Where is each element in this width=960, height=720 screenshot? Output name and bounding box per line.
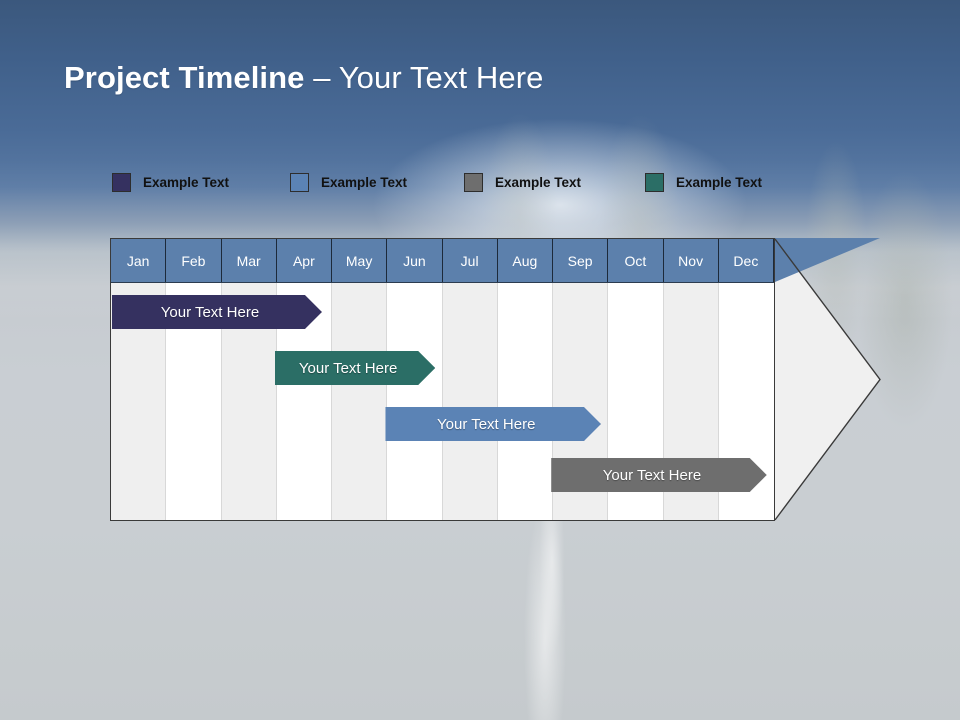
timeline-header-cell-nov[interactable]: Nov: [663, 239, 719, 283]
timeline-column-jul: Jul: [442, 239, 498, 520]
legend-item-1[interactable]: Example Text: [112, 171, 229, 193]
timeline-arrow-head: [775, 238, 880, 521]
legend-item-3[interactable]: Example Text: [464, 171, 581, 193]
timeline-header-cell-aug[interactable]: Aug: [497, 239, 553, 283]
timeline-header-cell-jun[interactable]: Jun: [387, 239, 443, 283]
timeline-bar-3[interactable]: Your Text Here: [385, 407, 600, 441]
timeline-header-label: Sep: [567, 253, 593, 269]
timeline-header-label: Dec: [733, 253, 759, 269]
timeline-column-body: [442, 283, 498, 520]
legend-swatch-gray: [464, 172, 483, 192]
timeline-column-divider: [717, 283, 719, 520]
timeline-header-underline: [111, 282, 774, 283]
timeline-header-cell-jan[interactable]: Jan: [111, 239, 167, 283]
timeline-chart: Jan Feb Mar Apr May Jun Jul Aug Sep Oct Nov Dec You…: [110, 238, 881, 522]
timeline-header-label: Nov: [678, 253, 704, 269]
timeline-header-cell-feb[interactable]: Feb: [166, 239, 222, 283]
timeline-header-label: Mar: [236, 253, 261, 269]
page-title: Project Timeline – Your Text Here: [64, 60, 543, 96]
timeline-column-jun: Jun: [387, 239, 443, 520]
timeline-header-label: Jul: [460, 253, 479, 269]
timeline-bar-shape: [112, 295, 322, 329]
timeline-arrow-head-header: [775, 238, 880, 282]
timeline-header-cell-oct[interactable]: Oct: [608, 239, 664, 283]
legend-item-2[interactable]: Example Text: [290, 171, 407, 193]
timeline-header-cell-jul[interactable]: Jul: [442, 239, 498, 283]
timeline-bar-shape: [551, 458, 766, 492]
timeline-column-divider: [662, 283, 664, 520]
timeline-header-cell-sep[interactable]: Sep: [553, 239, 609, 283]
timeline-header-label: Aug: [512, 253, 538, 269]
page-title-strong: Project Timeline: [64, 60, 305, 95]
timeline-column-divider: [165, 283, 167, 520]
timeline-column-body: [497, 283, 553, 520]
timeline-column-body: [387, 283, 443, 520]
timeline-column-divider: [607, 283, 609, 520]
legend-swatch-navy: [112, 172, 131, 192]
timeline-header-label: May: [345, 253, 373, 269]
legend-swatch-blue: [290, 172, 309, 192]
legend-item-label: Example Text: [143, 174, 230, 190]
timeline-bar-label: Your Text Here: [437, 415, 536, 433]
timeline-bar-label: Your Text Here: [298, 359, 398, 377]
timeline-column-divider: [773, 283, 774, 520]
timeline-column-body: [332, 283, 388, 520]
timeline-bar-4[interactable]: Your Text Here: [551, 458, 766, 492]
timeline-header-cell-mar[interactable]: Mar: [221, 239, 277, 283]
timeline-header-cell-dec[interactable]: Dec: [718, 239, 774, 283]
timeline-column-divider: [386, 283, 388, 520]
legend-item-label: Example Text: [495, 174, 582, 190]
timeline-bar-shape: [385, 407, 600, 441]
timeline-bar-shape: [275, 351, 435, 385]
page-title-light: – Your Text Here: [304, 60, 544, 95]
timeline-column-divider: [552, 283, 553, 520]
timeline-column-divider: [331, 283, 332, 520]
timeline-header-label: Feb: [181, 253, 206, 269]
timeline-column-divider: [220, 283, 222, 520]
legend-item-4[interactable]: Example Text: [645, 171, 762, 193]
timeline-column-may: May: [332, 239, 388, 520]
legend: Example Text Example Text Example Text Exam…: [112, 171, 812, 193]
timeline-column-divider: [441, 283, 443, 520]
timeline-header-label: Jan: [126, 253, 150, 269]
timeline-column-divider: [496, 283, 498, 520]
timeline-header-label: Apr: [292, 253, 315, 269]
timeline-header-label: Jun: [403, 253, 426, 269]
timeline-column-aug: Aug: [497, 239, 553, 520]
legend-swatch-teal: [645, 172, 664, 192]
timeline-column-divider: [275, 283, 277, 520]
timeline-bar-label: Your Text Here: [160, 303, 260, 321]
timeline-bar-label: Your Text Here: [602, 466, 702, 484]
legend-item-label: Example Text: [321, 174, 408, 190]
timeline-header-label: Oct: [624, 253, 647, 269]
timeline-header-cell-may[interactable]: May: [332, 239, 388, 283]
legend-item-label: Example Text: [676, 174, 763, 190]
timeline-bar-1[interactable]: Your Text Here: [112, 295, 322, 329]
timeline-bar-2[interactable]: Your Text Here: [275, 351, 435, 385]
timeline-header-cell-apr[interactable]: Apr: [276, 239, 332, 283]
